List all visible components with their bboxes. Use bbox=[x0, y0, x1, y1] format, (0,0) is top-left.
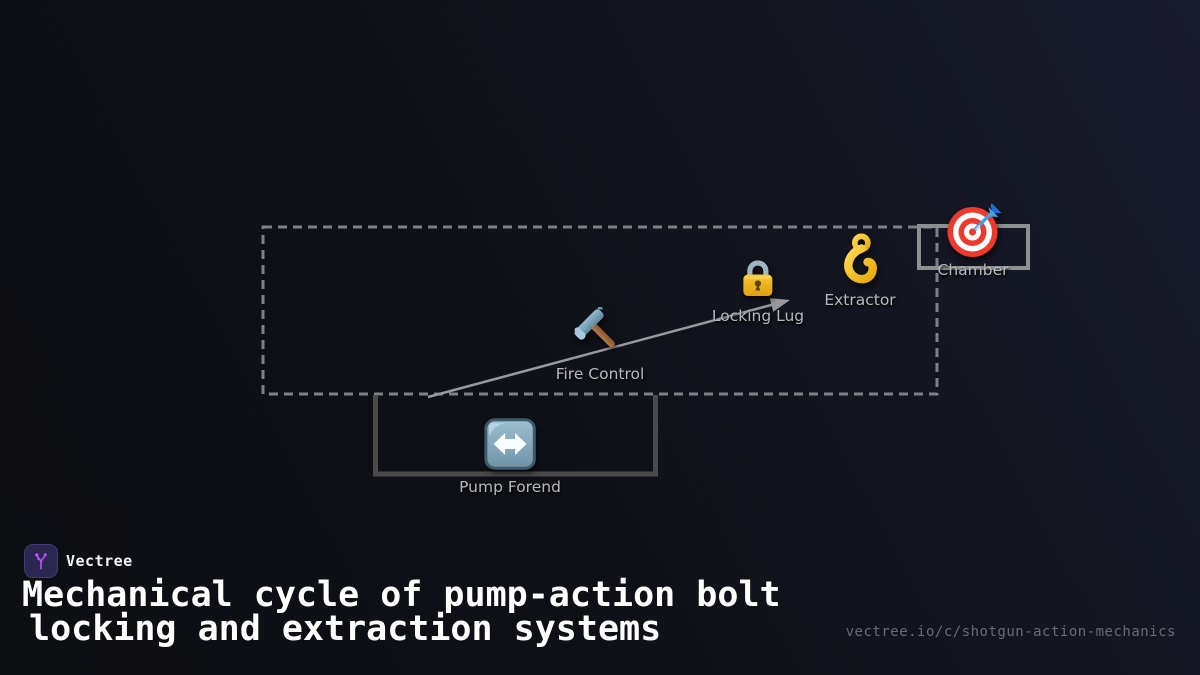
brand-name: Vectree bbox=[66, 552, 133, 570]
node-pump-forend: Pump Forend bbox=[459, 418, 561, 496]
node-label-pump-forend: Pump Forend bbox=[459, 478, 561, 496]
lock-icon bbox=[743, 260, 773, 296]
connector-arrow bbox=[427, 298, 790, 399]
pump-forend-box bbox=[373, 395, 658, 477]
dart bbox=[972, 203, 1001, 232]
target-icon bbox=[947, 203, 1001, 257]
vectree-logo bbox=[24, 544, 58, 578]
node-chamber: Chamber bbox=[938, 203, 1009, 279]
node-fire-control: Fire Control bbox=[555, 307, 645, 383]
poster-title-line-2: locking and extraction systems bbox=[29, 608, 662, 649]
left-right-arrow-icon bbox=[484, 418, 536, 470]
node-label-fire-control: Fire Control bbox=[555, 365, 645, 383]
poster-title-line-1: Mechanical cycle of pump-action bolt bbox=[22, 575, 781, 615]
node-label-chamber: Chamber bbox=[937, 261, 1009, 279]
hook-icon bbox=[843, 233, 877, 284]
hammer-icon bbox=[575, 307, 616, 348]
node-label-extractor: Extractor bbox=[824, 291, 896, 309]
dashed-cycle-box bbox=[261, 225, 939, 396]
vectree-branch-icon bbox=[35, 553, 47, 570]
footer-url: vectree.io/c/shotgun-action-mechanics bbox=[845, 624, 1176, 640]
node-locking-lug: Locking Lug bbox=[712, 255, 804, 325]
node-label-locking-lug: Locking Lug bbox=[711, 307, 805, 325]
node-extractor: Extractor bbox=[824, 233, 896, 309]
poster-title: Mechanical cycle of pump-action bolt loc… bbox=[22, 575, 781, 649]
